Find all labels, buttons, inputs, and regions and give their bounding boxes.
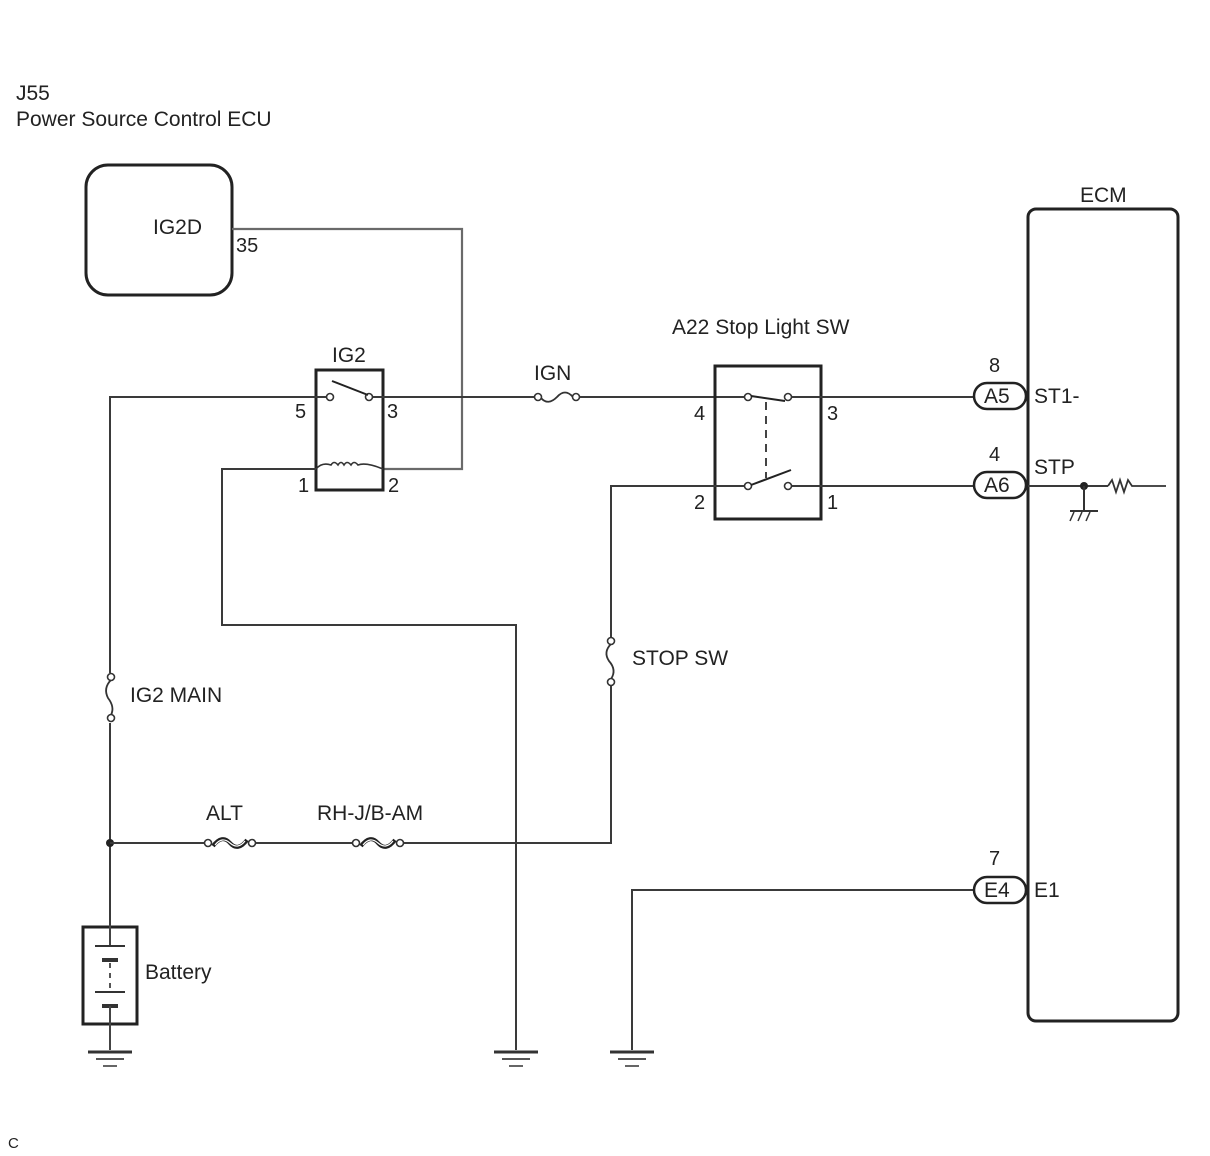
pin-35-label: 35 [236,235,258,257]
fuse-rh-jb-am-label: RH-J/B-AM [317,802,423,825]
battery: Battery [81,925,212,1050]
fuse-rh-terminal [395,838,405,848]
fuse-stop-sw: STOP SW [605,636,728,687]
wire-relay-coil-to-ground [221,468,517,1050]
ecm-pin-4: 4 [989,444,1000,466]
stop-sw-contact [743,392,753,402]
fuse-alt: ALT [203,802,257,849]
relay-pin-3: 3 [387,401,398,423]
relay-pin-5: 5 [295,401,306,423]
connector-a5 [972,381,1028,411]
fuse-ign-label: IGN [534,362,571,385]
fuse-ign-terminal [571,392,581,402]
ecm-terminal-stp: STP [1034,456,1075,479]
wire-stop-sw-2-to-fuse [610,485,744,638]
fuse-stop-sw-icon [605,643,615,680]
resistor-icon [1107,477,1166,495]
fuse-alt-icon-inner [214,839,246,847]
wire-battery-to-relay-5 [109,396,326,925]
footer-code: C [8,1135,19,1152]
fuse-ig2-main-label: IG2 MAIN [130,684,222,707]
fuse-ign-icon [540,391,574,403]
fuse-alt-terminal [203,838,213,848]
relay-coil-icon [315,461,384,470]
stop-sw-contact [783,392,793,402]
ecm: ECM 8 A5 ST1- 4 A6 STP 7 E4 E1 [972,184,1180,1023]
relay-contact-5 [325,392,335,402]
stop-sw-pin-1: 1 [827,492,838,514]
ig2-relay-box [314,368,385,492]
ig2-relay: IG2 5 3 1 2 [295,344,399,497]
stop-sw-lower-blade [750,469,792,486]
connector-e4-label: E4 [984,879,1010,902]
fuse-ig2-main-icon [105,679,114,716]
stop-sw-upper-blade [750,395,786,402]
ground-icon [494,1050,538,1067]
stop-light-switch-box [713,364,823,521]
fuse-rh-jb-am: RH-J/B-AM [317,802,423,849]
fuse-stop-sw-label: STOP SW [632,647,728,670]
fuse-alt-label: ALT [206,802,243,825]
stop-sw-pin-3: 3 [827,403,838,425]
fuse-ig2-main-terminal [106,672,116,682]
fuse-alt-terminal [247,838,257,848]
fuse-ign: IGN [533,362,581,403]
wire-stop-fuse-to-bus [401,686,612,844]
ecm-terminal-e1: E1 [1034,879,1060,902]
wire-e1-to-ground [631,889,974,1050]
ecm-label: ECM [1080,184,1127,207]
relay-pin-2: 2 [388,475,399,497]
fuse-stop-sw-terminal [606,636,616,646]
ig2-relay-label: IG2 [332,344,366,367]
connector-a6 [972,470,1028,500]
relay-pin-1: 1 [298,475,309,497]
relay-switch-blade [331,380,369,396]
wire-ig2d-to-relay [232,227,464,471]
connector-e4 [972,875,1028,905]
stop-light-switch-label: A22 Stop Light SW [672,316,850,339]
stop-sw-pin-2: 2 [694,492,705,514]
ground-icon [88,1050,132,1067]
fuse-stop-sw-terminal [606,677,616,687]
header-code: J55 [16,82,50,105]
battery-label: Battery [145,961,212,984]
header-title: Power Source Control ECU [16,108,272,131]
ecm-box [1026,207,1180,1023]
fuse-ig2-main: IG2 MAIN [104,672,222,723]
chassis-ground-icon [1069,510,1098,522]
ecm-pin-8: 8 [989,355,1000,377]
ig2d-terminal-label: IG2D [153,216,202,239]
stop-light-switch: A22 Stop Light SW 4 3 2 1 [672,316,850,521]
connector-a6-label: A6 [984,474,1010,497]
connector-a5-label: A5 [984,385,1010,408]
ground-icon [610,1050,654,1067]
stop-sw-pin-4: 4 [694,403,705,425]
fuse-rh-terminal [351,838,361,848]
fuse-ign-terminal [533,392,543,402]
ecm-pin-7: 7 [989,848,1000,870]
stop-sw-contact [783,481,793,491]
ecm-terminal-st1: ST1- [1034,385,1080,408]
stop-sw-contact [743,481,753,491]
fuse-rh-icon-inner [362,839,394,847]
fuse-ig2-main-terminal [106,713,116,723]
